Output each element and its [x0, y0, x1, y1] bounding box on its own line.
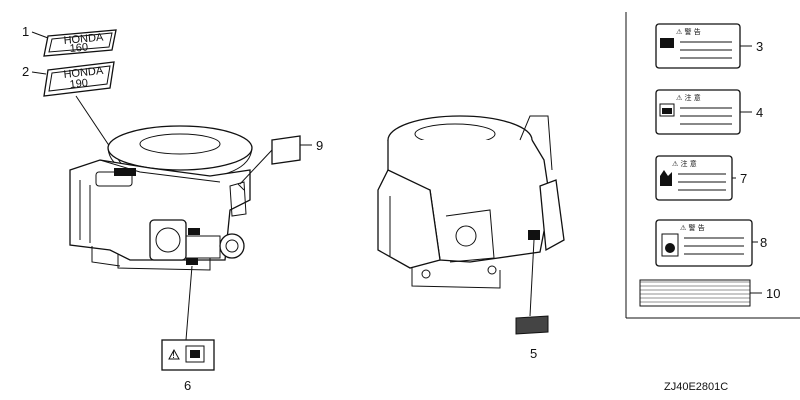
callout-9: 9 — [316, 138, 323, 153]
emblem-1-brand: HONDA — [63, 32, 104, 47]
callout-5: 5 — [530, 346, 537, 361]
warning-label-6[interactable]: ! — [161, 339, 215, 371]
callout-1: 1 — [22, 24, 29, 39]
callout-4: 4 — [756, 105, 763, 120]
label-9[interactable] — [271, 135, 301, 165]
labels-panel — [625, 12, 800, 319]
callout-7: 7 — [740, 171, 747, 186]
callout-6: 6 — [184, 378, 191, 393]
warning-label-7[interactable]: ⚠ 注 意 — [655, 155, 733, 201]
warning-label-8-title: ⚠ 警 告 — [680, 223, 705, 232]
emblem-2-model: 190 — [69, 77, 89, 91]
emblem-decal-1[interactable]: HONDA 160 — [43, 29, 117, 57]
warning-label-7-title: ⚠ 注 意 — [672, 159, 697, 168]
callout-2: 2 — [22, 64, 29, 79]
emblem-decal-2[interactable]: HONDA 190 — [43, 61, 115, 97]
emblem-2-brand: HONDA — [63, 65, 104, 81]
label-5[interactable] — [515, 315, 549, 335]
label-10[interactable] — [639, 279, 751, 307]
warning-6-exclaim: ! — [172, 349, 175, 361]
callout-10: 10 — [766, 286, 780, 301]
callout-3: 3 — [756, 39, 763, 54]
callout-8: 8 — [760, 235, 767, 250]
diagram-code: ZJ40E2801C — [664, 381, 728, 393]
emblem-1-model: 160 — [69, 41, 88, 55]
warning-label-4[interactable]: ⚠ 注 意 — [655, 89, 741, 135]
warning-label-8[interactable]: ⚠ 警 告 — [655, 219, 753, 267]
warning-label-3[interactable]: ⚠ 警 告 — [655, 23, 741, 69]
engine-left-illustration — [69, 125, 253, 271]
warning-label-4-title: ⚠ 注 意 — [676, 93, 701, 102]
engine-center-illustration — [377, 115, 565, 289]
warning-label-3-title: ⚠ 警 告 — [676, 27, 701, 36]
